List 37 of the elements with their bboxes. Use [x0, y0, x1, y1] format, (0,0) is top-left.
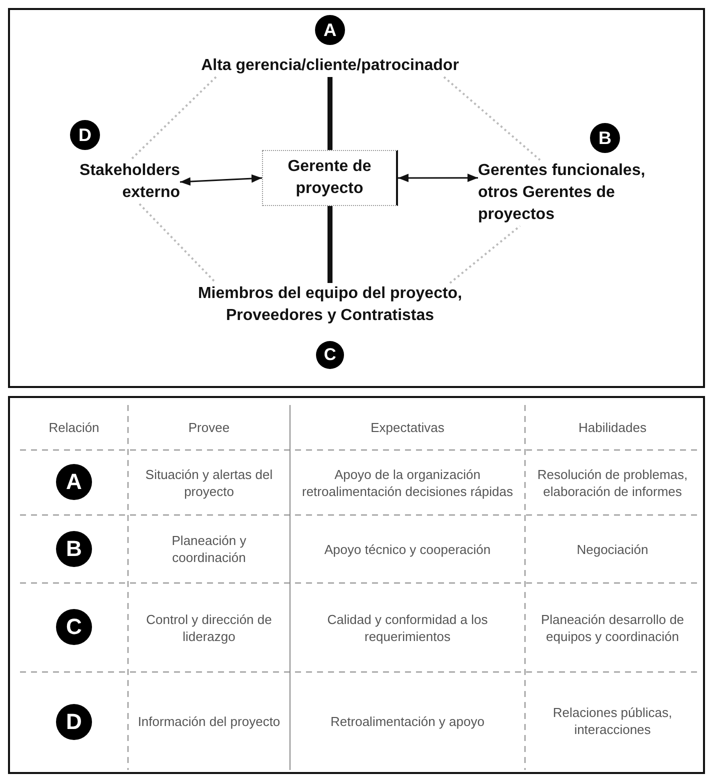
stakeholder-label: Alta gerencia/cliente/patrocinador — [180, 55, 480, 77]
connector-line — [328, 206, 332, 283]
stakeholder-label: Stakeholders externo — [30, 160, 180, 204]
column-header: Relación — [48, 419, 100, 436]
connector-line — [138, 203, 217, 284]
cell-text: Retroalimentación y apoyo — [330, 712, 484, 730]
column-header: Provee — [188, 419, 230, 436]
letter-badge: D — [56, 704, 92, 740]
cell-text: Control y dirección de liderazgo — [145, 610, 273, 644]
cell-text: Planeación y coordinación — [170, 532, 248, 566]
center-box: Gerente de proyecto — [262, 150, 398, 206]
cell-text: Apoyo técnico y cooperación — [324, 540, 491, 558]
letter-badge: C — [316, 341, 344, 369]
stakeholder-label: Gerentes funcionales, otros Gerentes de proyectos — [478, 160, 678, 226]
connector-line — [443, 76, 541, 161]
column-header: Habilidades — [578, 419, 646, 436]
column-header: Expectativas — [370, 419, 444, 436]
letter-badge: C — [56, 609, 92, 645]
cell-text: Negociación — [576, 540, 648, 558]
connector-line — [449, 225, 521, 284]
cell-text: Apoyo de la organización retroalimentación decisiones rápidas — [300, 466, 514, 500]
letter-badge: D — [70, 120, 100, 150]
letter-badge: B — [590, 123, 620, 153]
connector-line — [328, 77, 332, 150]
cell-text: Información del proyecto — [138, 712, 280, 730]
cell-text: Calidad y conformidad a los requerimientos — [326, 610, 489, 644]
cell-text: Relaciones públicas, interacciones — [552, 704, 674, 738]
letter-badge: B — [56, 531, 92, 567]
cell-text: Planeación desarrollo de equipos y coordinación — [540, 610, 686, 644]
double-arrow — [398, 174, 478, 182]
stakeholder-label: Miembros del equipo del proyecto, Proveedores y Contratistas — [180, 283, 480, 327]
cell-text: Situación y alertas del proyecto — [144, 466, 274, 500]
letter-badge: A — [315, 15, 345, 45]
letter-badge: A — [56, 464, 92, 500]
double-arrow — [180, 174, 262, 186]
cell-text: Resolución de problemas, elaboración de informes — [536, 466, 689, 500]
connector-line — [130, 76, 217, 161]
